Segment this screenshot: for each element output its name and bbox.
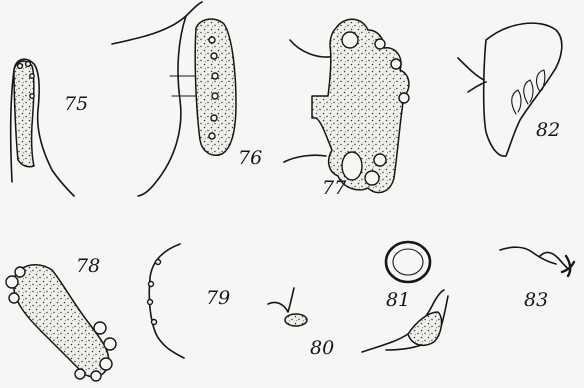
figure-76-drawing: 76 — [112, 2, 262, 196]
figure-83-drawing: 83 — [500, 247, 574, 311]
figure-82-drawing: 82 — [458, 23, 562, 156]
figure-label-75: 75 — [64, 93, 88, 115]
figure-77-drawing: 77 — [284, 19, 409, 199]
figure-75-drawing: 75 — [11, 59, 89, 196]
figure-78-drawing: 78 — [6, 255, 116, 381]
figure-label-80: 80 — [310, 337, 334, 359]
figure-79-drawing: 79 — [148, 244, 231, 358]
figure-label-79: 79 — [206, 287, 230, 309]
figure-label-76: 76 — [238, 147, 262, 169]
figure-81-drawing: 81 — [362, 242, 448, 352]
figure-label-81: 81 — [386, 289, 410, 311]
figure-label-83: 83 — [524, 289, 548, 311]
figure-80-drawing: 80 — [268, 288, 334, 359]
figure-label-77: 77 — [322, 177, 347, 199]
figure-label-78: 78 — [76, 255, 100, 277]
figure-label-82: 82 — [536, 119, 560, 141]
